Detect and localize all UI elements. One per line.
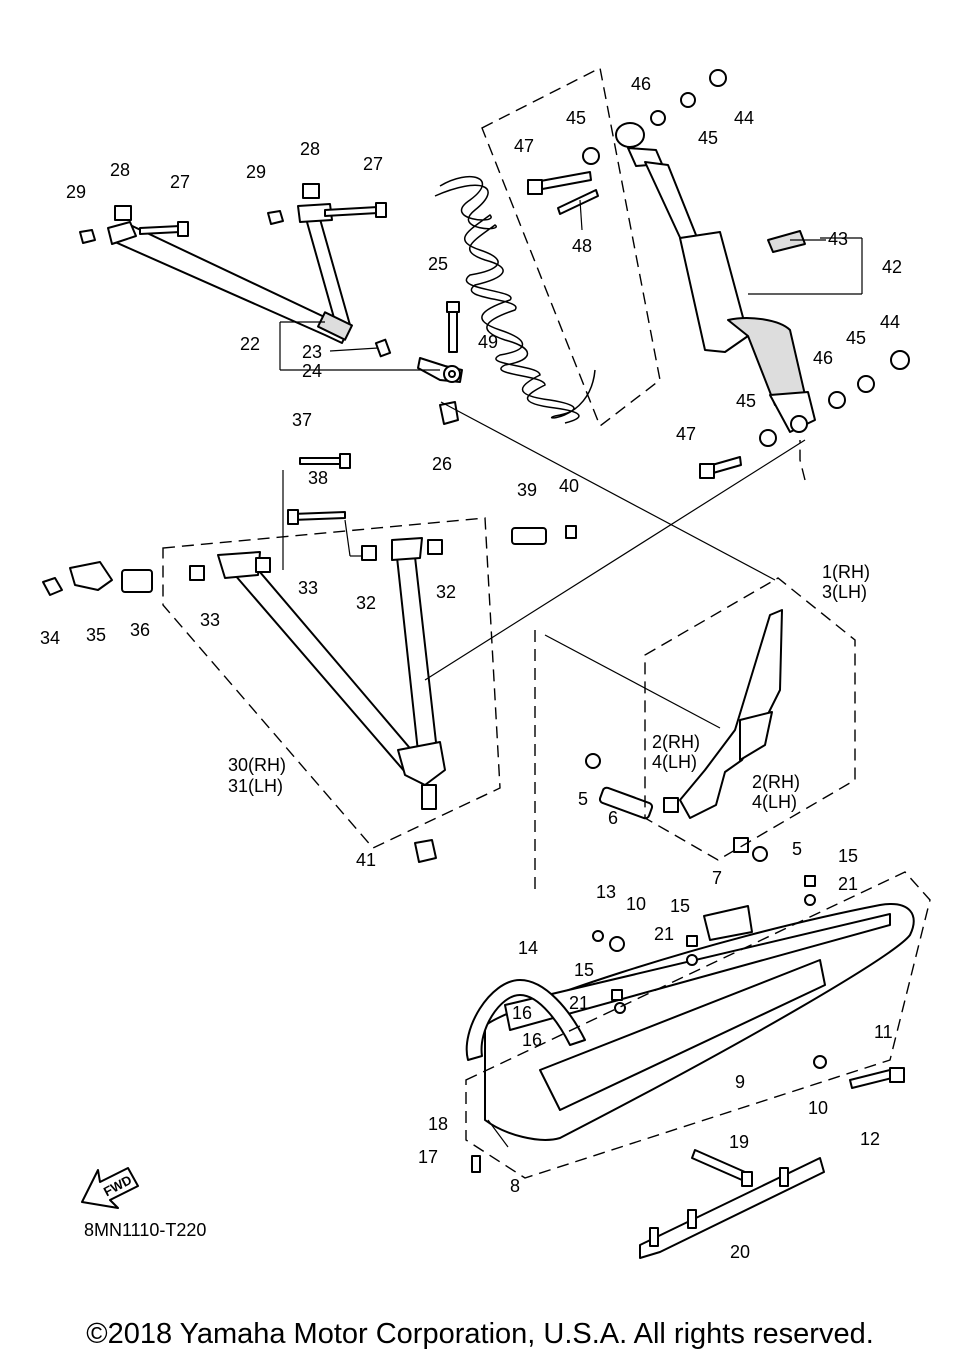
bolt-25 <box>446 301 460 353</box>
label-44b: 44 <box>880 312 900 332</box>
label-29a: 29 <box>66 182 86 202</box>
label-10a: 10 <box>626 894 646 914</box>
label-12: 12 <box>860 1129 880 1149</box>
label-28b: 28 <box>300 139 320 159</box>
label-27a: 27 <box>170 172 190 192</box>
label-5b: 5 <box>792 839 802 859</box>
shock-absorber-42 <box>615 122 816 433</box>
label-21a: 21 <box>838 874 858 894</box>
ski-handle-14 <box>465 979 586 1061</box>
label-15b: 15 <box>670 896 690 916</box>
label-1: 1(RH) <box>822 562 870 582</box>
label-21b: 21 <box>654 924 674 944</box>
callout-labels: 1(RH) 3(LH) 2(RH) 4(LH) 2(RH) 4(LH) 5 5 … <box>40 74 902 1262</box>
label-38: 38 <box>308 468 328 488</box>
label-45d: 45 <box>736 391 756 411</box>
label-46b: 46 <box>813 348 833 368</box>
label-20: 20 <box>730 1242 750 1262</box>
label-2b: 2(RH) <box>752 772 800 792</box>
label-33a: 33 <box>200 610 220 630</box>
label-26: 26 <box>432 454 452 474</box>
label-13: 13 <box>596 882 616 902</box>
label-16b: 16 <box>522 1030 542 1050</box>
label-5a: 5 <box>578 789 588 809</box>
label-6: 6 <box>608 808 618 828</box>
label-33b: 33 <box>298 578 318 598</box>
label-36: 36 <box>130 620 150 640</box>
label-32a: 32 <box>356 593 376 613</box>
leader-lines <box>279 199 863 1148</box>
label-45b: 45 <box>698 128 718 148</box>
label-21c: 21 <box>569 993 589 1013</box>
label-46a: 46 <box>631 74 651 94</box>
label-25: 25 <box>428 254 448 274</box>
label-15c: 15 <box>574 960 594 980</box>
shock-hardware <box>527 69 910 479</box>
spring-49 <box>434 175 596 424</box>
label-8: 8 <box>510 1176 520 1196</box>
label-16a: 16 <box>512 1003 532 1023</box>
label-17: 17 <box>418 1147 438 1167</box>
spindle <box>598 609 783 820</box>
diagram-code: 8MN1110-T220 <box>84 1220 206 1240</box>
label-47b: 47 <box>676 424 696 444</box>
label-15a: 15 <box>838 846 858 866</box>
label-30: 30(RH) <box>228 755 286 775</box>
label-24: 24 <box>302 361 322 381</box>
label-45a: 45 <box>566 108 586 128</box>
label-41: 41 <box>356 850 376 870</box>
label-14: 14 <box>518 938 538 958</box>
label-4a: 4(LH) <box>652 752 697 772</box>
fwd-arrow-icon: FWD <box>81 1167 139 1209</box>
label-2a: 2(RH) <box>652 732 700 752</box>
label-48: 48 <box>572 236 592 256</box>
label-19: 19 <box>729 1132 749 1152</box>
label-10b: 10 <box>808 1098 828 1118</box>
label-29b: 29 <box>246 162 266 182</box>
copyright-notice: ©2018 Yamaha Motor Corporation, U.S.A. A… <box>86 1318 874 1350</box>
label-42: 42 <box>882 257 902 277</box>
lower-a-arm <box>217 537 446 810</box>
skag-20 <box>639 1157 825 1259</box>
label-43: 43 <box>828 229 848 249</box>
ball-joint-24 <box>374 338 463 383</box>
label-32b: 32 <box>436 582 456 602</box>
collars-28 <box>114 183 320 221</box>
label-49: 49 <box>478 332 498 352</box>
label-27b: 27 <box>363 154 383 174</box>
label-44a: 44 <box>734 108 754 128</box>
label-3: 3(LH) <box>822 582 867 602</box>
label-18: 18 <box>428 1114 448 1134</box>
label-37: 37 <box>292 410 312 430</box>
dashed-group-outlines <box>162 66 931 1179</box>
ski-hardware <box>471 875 905 1187</box>
upper-a-arm <box>107 203 353 344</box>
label-11: 11 <box>874 1022 893 1042</box>
spacer-26 <box>439 401 459 425</box>
label-35: 35 <box>86 625 106 645</box>
label-45c: 45 <box>846 328 866 348</box>
ski <box>484 903 915 1141</box>
label-23: 23 <box>302 342 322 362</box>
label-22: 22 <box>240 334 260 354</box>
label-34: 34 <box>40 628 60 648</box>
label-47a: 47 <box>514 136 534 156</box>
spindle-hardware <box>585 753 768 862</box>
label-4b: 4(LH) <box>752 792 797 812</box>
label-9: 9 <box>735 1072 745 1092</box>
bolts-27 <box>139 202 387 237</box>
label-40: 40 <box>559 476 579 496</box>
label-31: 31(LH) <box>228 776 283 796</box>
label-39: 39 <box>517 480 537 500</box>
label-7: 7 <box>712 868 722 888</box>
nuts-29 <box>79 210 284 244</box>
lower-arm-hardware <box>42 453 577 863</box>
label-28a: 28 <box>110 160 130 180</box>
